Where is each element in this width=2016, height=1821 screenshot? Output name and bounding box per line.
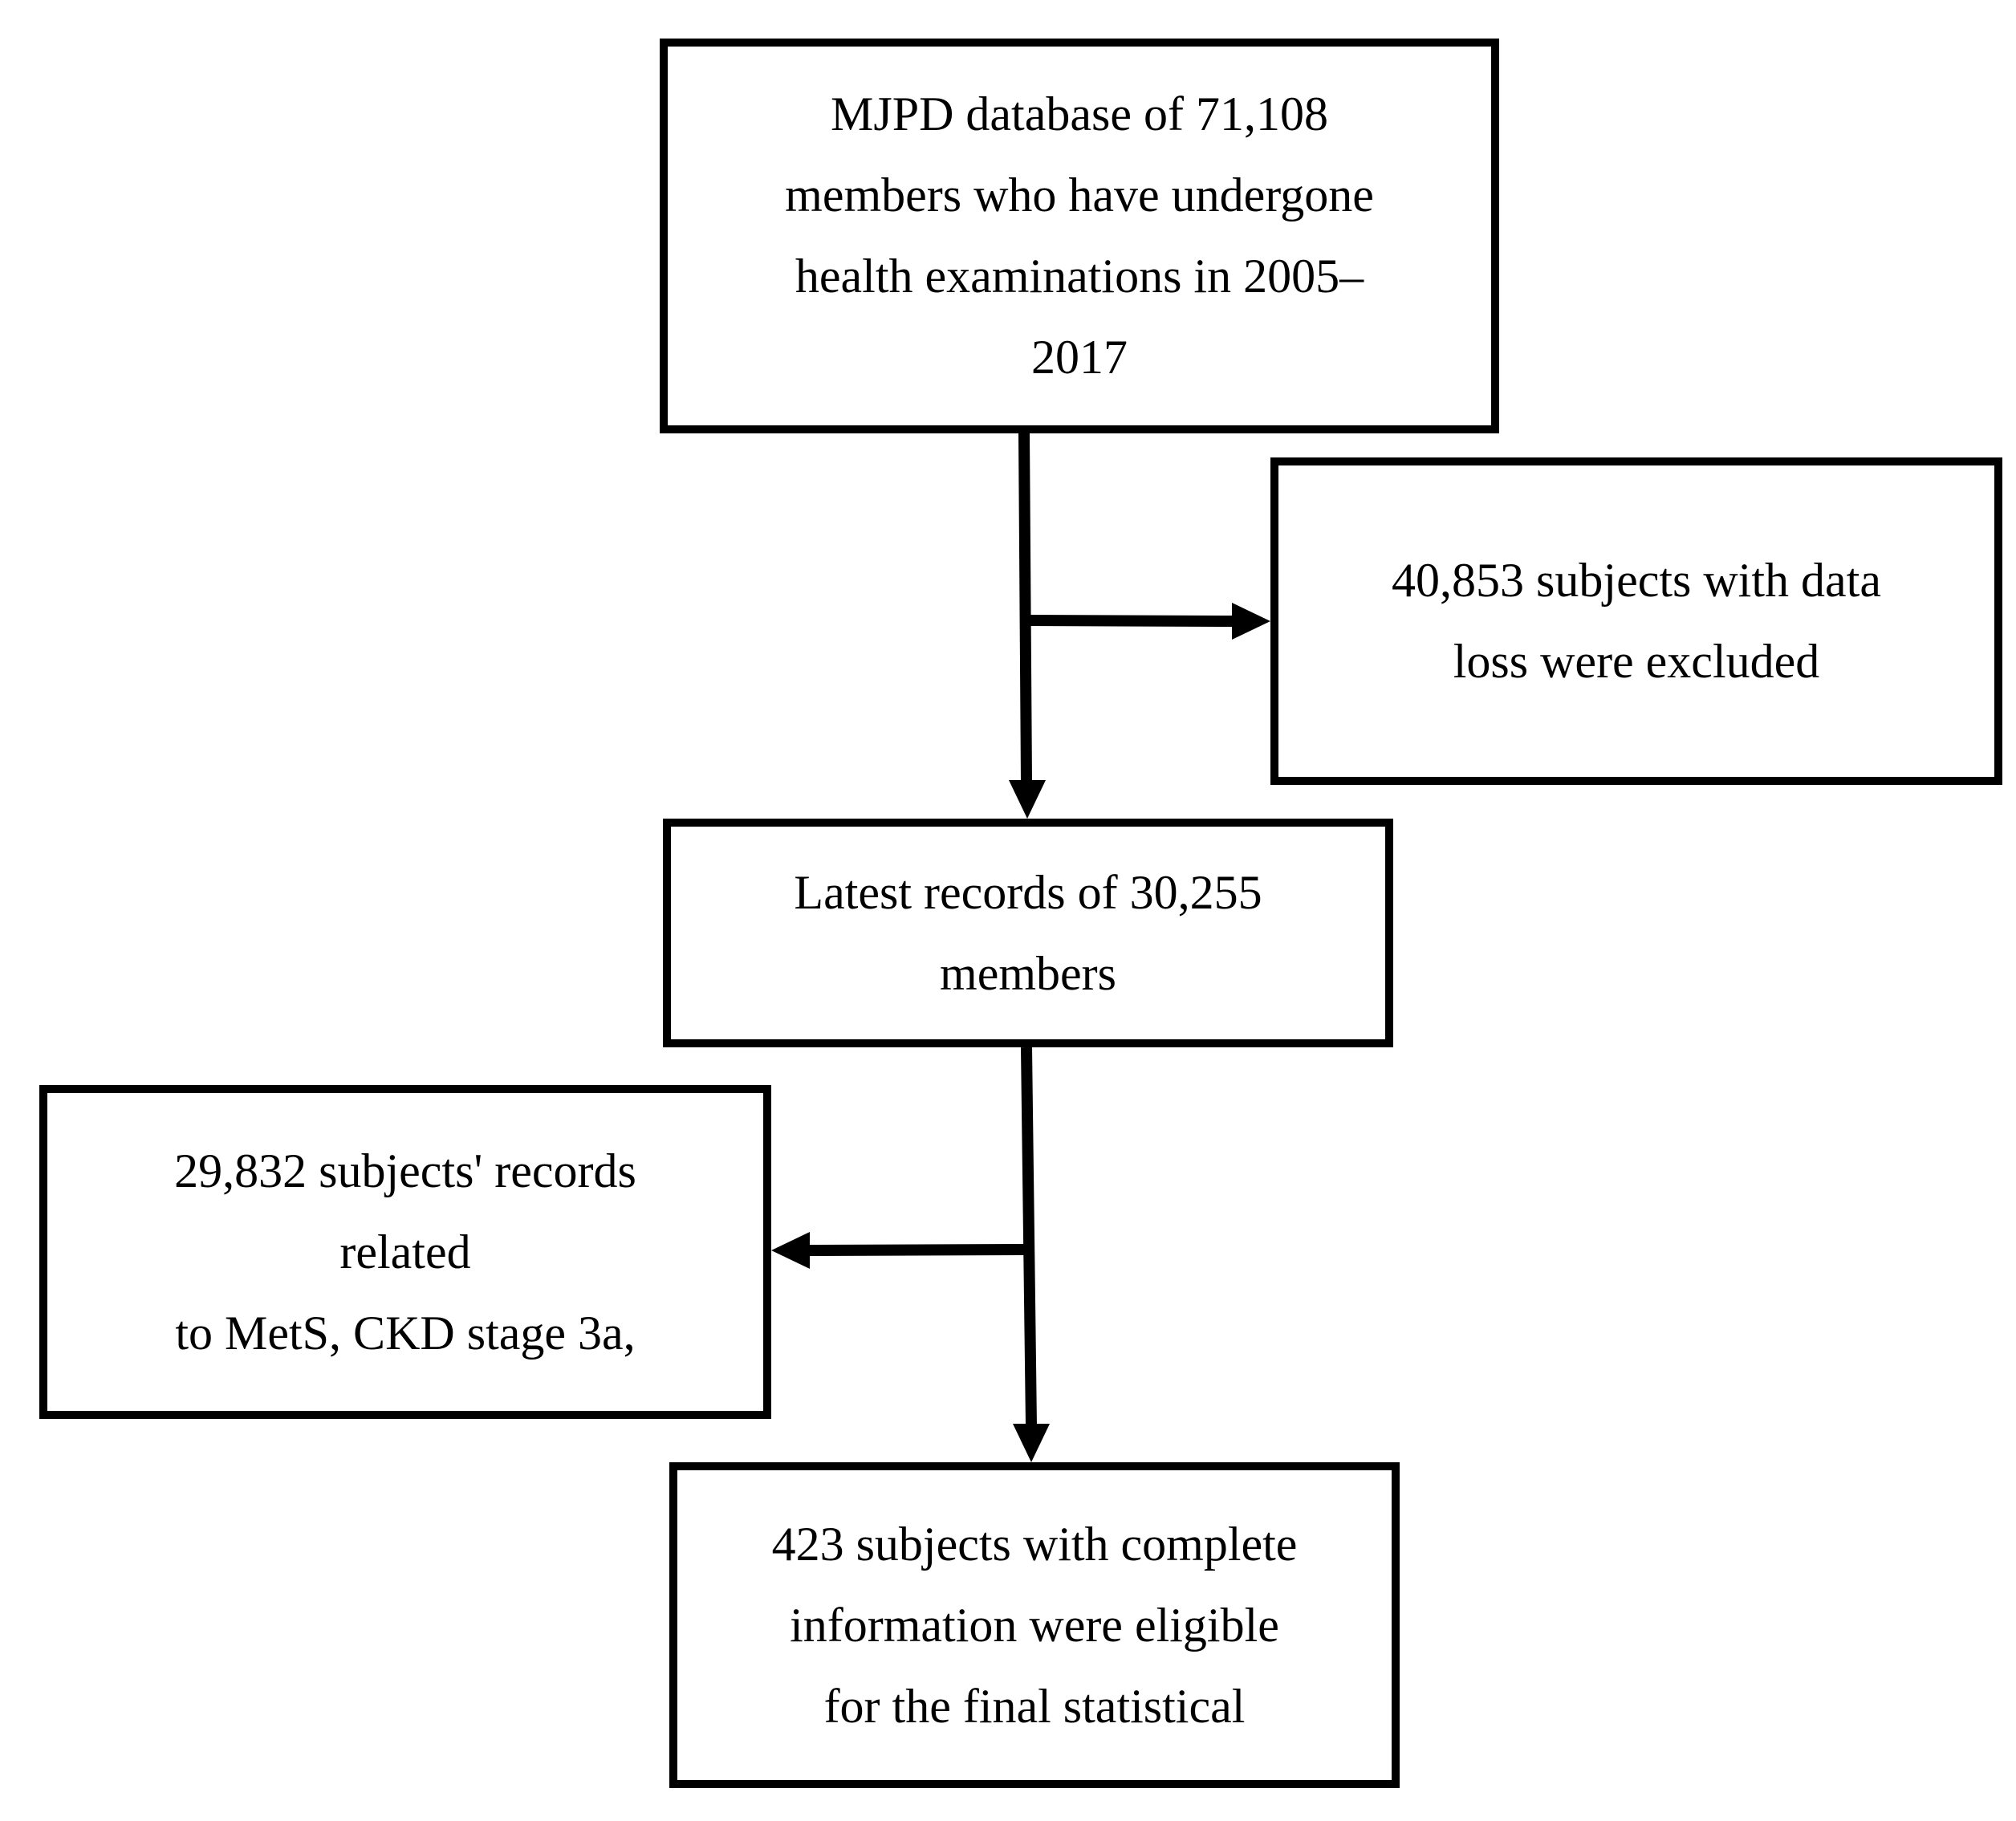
latest-records-box: Latest records of 30,255 members bbox=[663, 819, 1393, 1047]
arrowhead-to-final bbox=[1013, 1424, 1050, 1462]
arrowhead-to-related bbox=[771, 1232, 810, 1269]
connector-database-to-latest bbox=[1018, 433, 1032, 783]
excluded-line-1: 40,853 subjects with data bbox=[1392, 554, 1881, 607]
related-line-3: to MetS, CKD stage 3a, bbox=[175, 1306, 636, 1360]
connector-to-excluded bbox=[1025, 615, 1237, 627]
final-line-3: for the final statistical bbox=[823, 1679, 1246, 1733]
final-eligible-box: 423 subjects with complete information w… bbox=[669, 1462, 1400, 1788]
database-line-2: members who have undergone bbox=[785, 169, 1374, 222]
latest-line-1: Latest records of 30,255 bbox=[794, 865, 1262, 919]
connector-latest-to-final bbox=[1021, 1047, 1037, 1427]
database-line-4: 2017 bbox=[1031, 331, 1128, 384]
database-box: MJPD database of 71,108 members who have… bbox=[660, 39, 1499, 433]
arrowhead-to-latest bbox=[1009, 780, 1046, 819]
excluded-line-2: loss were excluded bbox=[1453, 635, 1820, 688]
related-records-box: 29,832 subjects' records related to MetS… bbox=[39, 1085, 771, 1419]
database-line-1: MJPD database of 71,108 bbox=[831, 87, 1328, 140]
latest-line-2: members bbox=[940, 946, 1116, 1000]
final-line-2: information were eligible bbox=[790, 1598, 1279, 1652]
related-line-2: related bbox=[339, 1225, 471, 1278]
database-line-3: health examinations in 2005– bbox=[795, 250, 1364, 303]
related-line-1: 29,832 subjects' records bbox=[174, 1144, 636, 1197]
final-line-1: 423 subjects with complete bbox=[771, 1517, 1298, 1571]
arrowhead-to-excluded bbox=[1232, 603, 1270, 640]
excluded-box: 40,853 subjects with data loss were excl… bbox=[1270, 457, 2002, 785]
